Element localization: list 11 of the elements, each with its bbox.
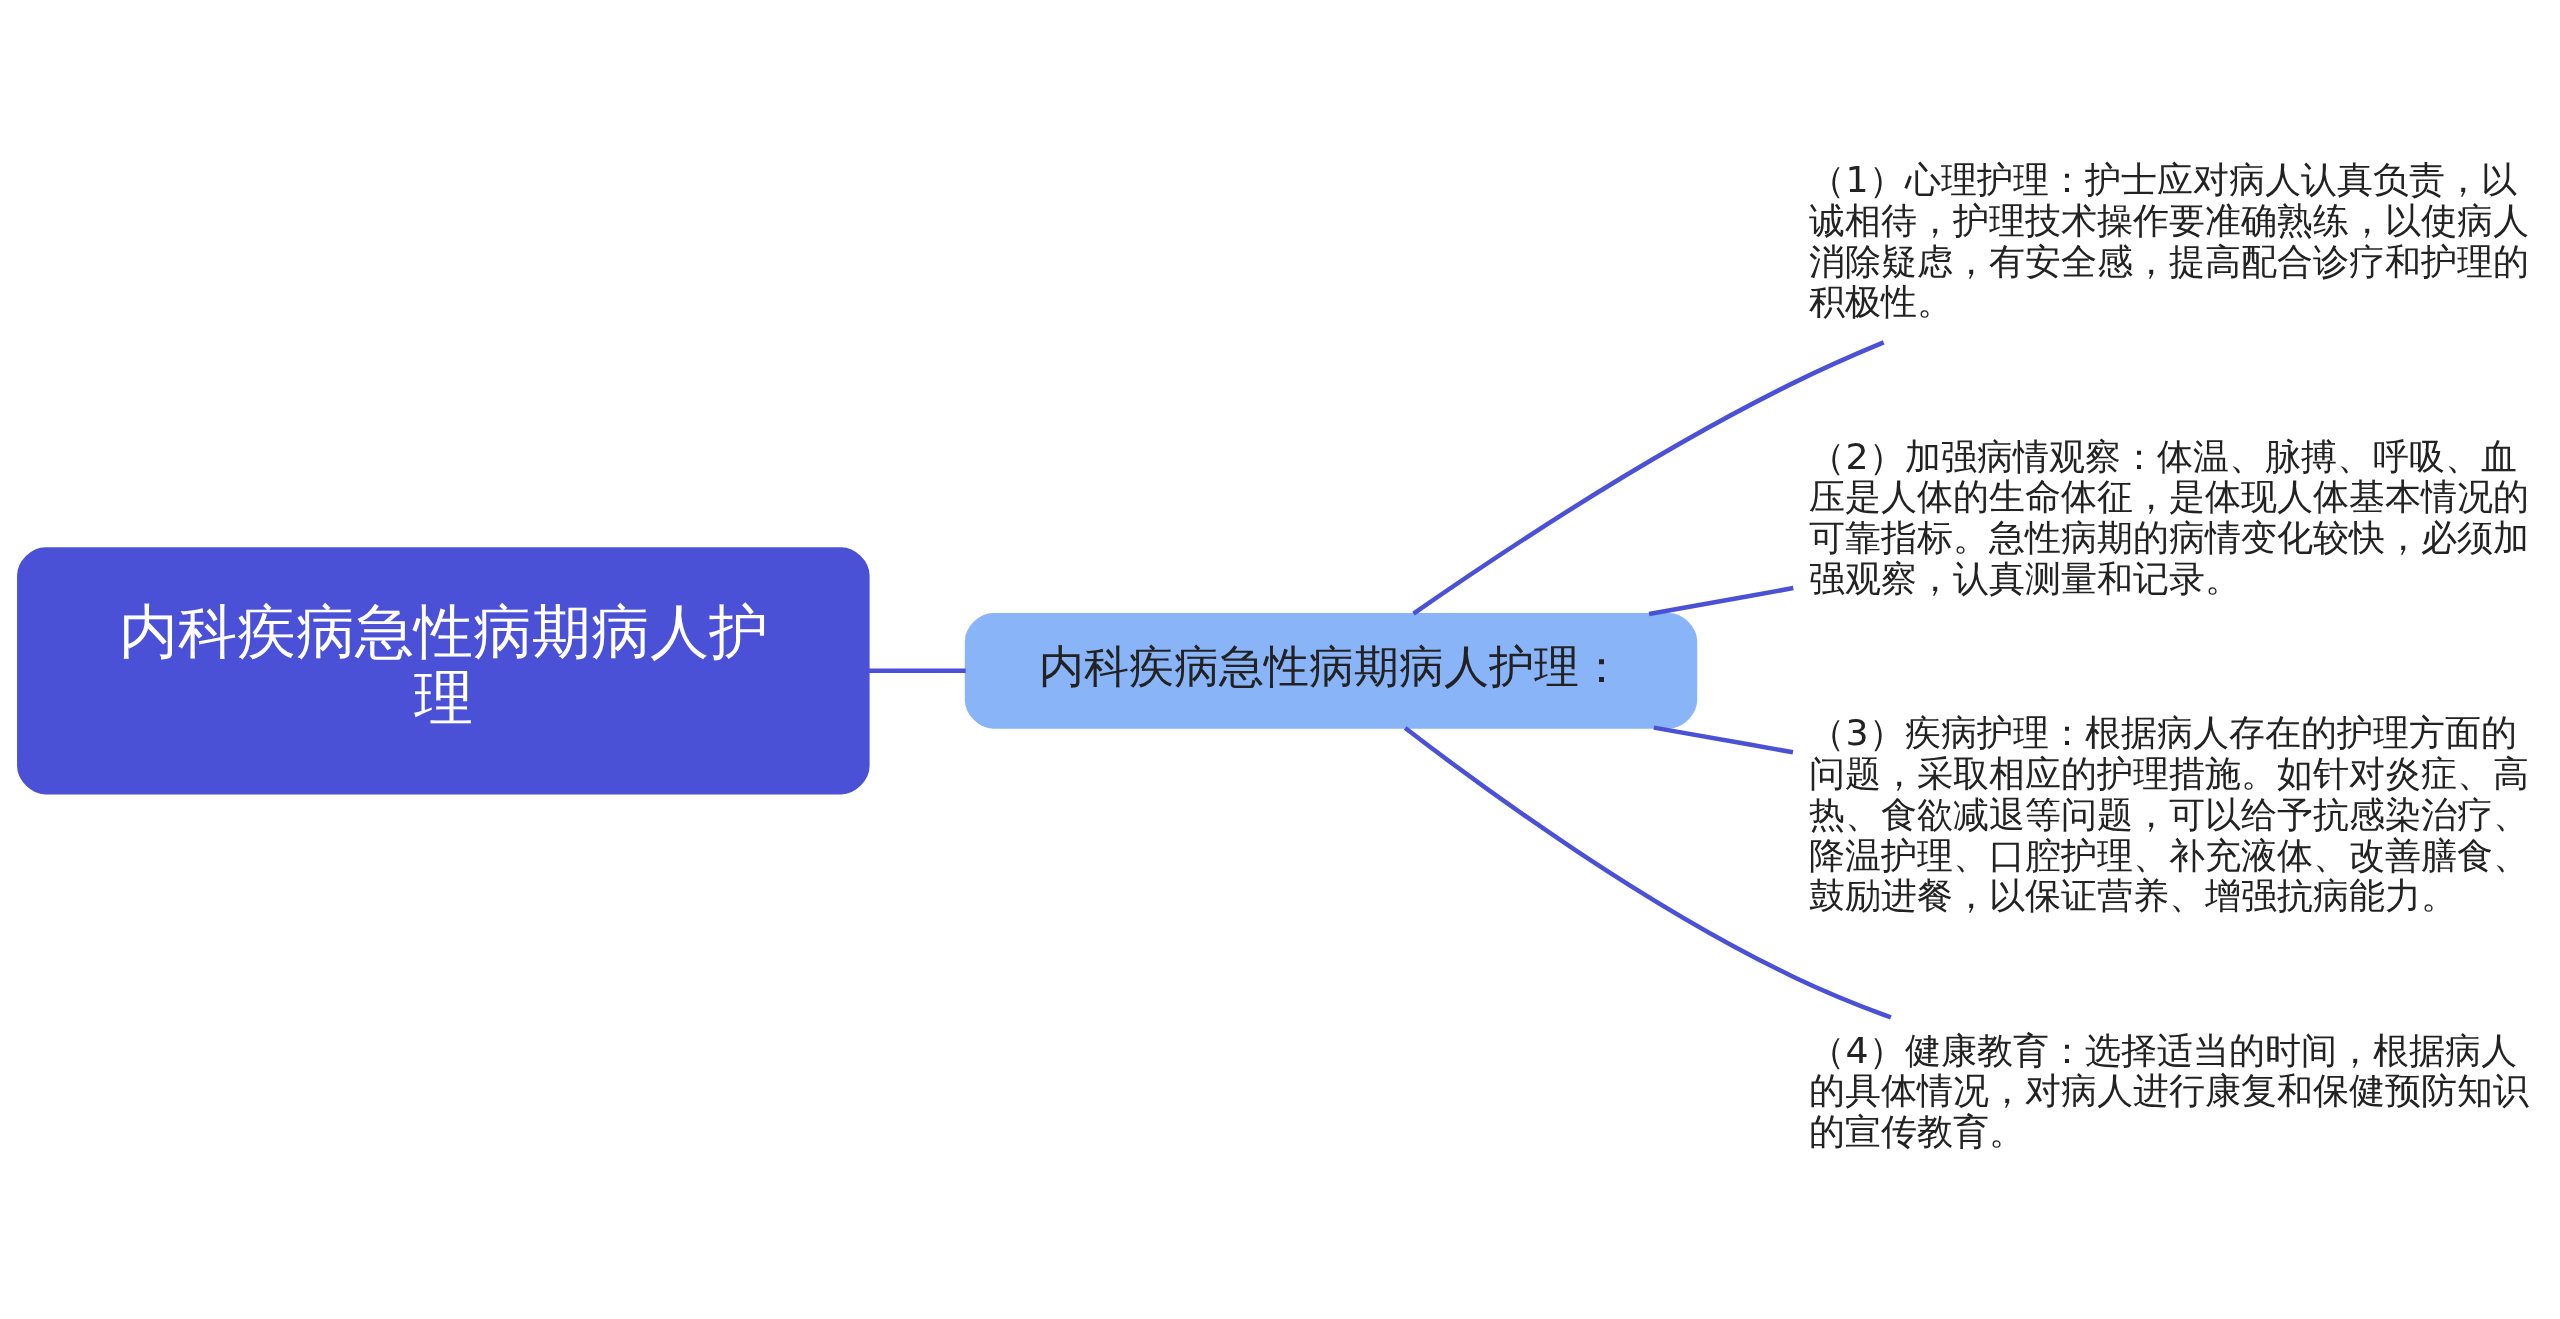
node-text: （3）疾病护理：根据病人存在的护理方面的问题，采取相应的护理措施。如针对炎症、高热、食欲减退等问题，可以给予抗感染治疗、降温护理、口腔护理、补充液体、改善膳食、鼓励进餐，以保证营养、增强抗病能力。 <box>1809 711 2530 918</box>
node-box: 内科疾病急性病期病人护理： <box>964 613 1698 729</box>
node-text: （4）健康教育：选择适当的时间，根据病人的具体情况，对病人进行康复和保健预防知识的宣传教育。 <box>1809 1028 2530 1154</box>
node-box: 内科疾病急性病期病人护理 <box>17 547 870 795</box>
connector <box>1653 725 1794 755</box>
connector <box>869 668 966 674</box>
node-text: （1）心理护理：护士应对病人认真负责，以诚相待，护理技术操作要准确熟练，以使病人消除疑虑，有安全感，提高配合诊疗和护理的积极性。 <box>1809 157 2530 324</box>
node-text: （2）加强病情观察：体温、脉搏、呼吸、血压是人体的生命体征，是体现人体基本情况的可靠指标。急性病期的病情变化较快，必须加强观察，认真测量和记录。 <box>1809 434 2530 601</box>
connector <box>1412 340 1885 616</box>
connector <box>1648 585 1794 617</box>
connector <box>1403 726 1892 1020</box>
